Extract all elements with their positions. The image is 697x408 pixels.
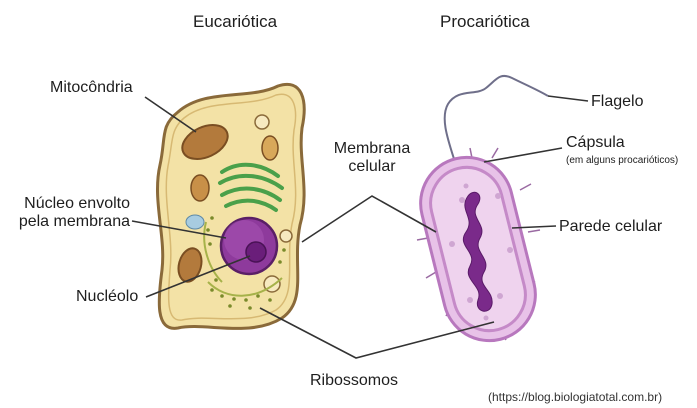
flagellum-label: Flagelo [591,93,643,111]
cell-wall-label: Parede celular [559,218,662,236]
flagellum [445,76,548,162]
capsule-note: (em alguns procarióticos) [566,155,678,167]
nucleus-label-line1: Núcleo envolto [12,195,130,213]
vesicle-2 [280,230,292,242]
membrane-leader [302,196,436,242]
source-credit: (https://blog.biologiatotal.com.br) [488,391,662,405]
membrane-label: Membrana celular [328,140,416,177]
nucleus-label-line2: pela membrana [12,213,130,231]
prokaryote-title: Procariótica [440,12,530,32]
prokaryotic-cell [411,76,548,350]
mitochondrion-2 [191,175,209,201]
vesicle-1 [255,115,269,129]
membrane-label-line2: celular [328,158,416,176]
mitochondria-label: Mitocôndria [50,79,133,97]
capsule-leader [484,148,562,162]
flagellum-leader [548,96,588,101]
vacuole [186,215,204,229]
mitochondrion-4 [262,136,278,160]
nucleus-label: Núcleo envolto pela membrana [12,195,130,232]
ribosomes-label: Ribossomos [310,372,398,390]
nucleolus-label: Nucléolo [76,288,138,306]
nucleolus [246,242,266,262]
membrane-label-line1: Membrana [328,140,416,158]
eukaryote-title: Eucariótica [193,12,277,32]
capsule-label: Cápsula [566,134,625,152]
